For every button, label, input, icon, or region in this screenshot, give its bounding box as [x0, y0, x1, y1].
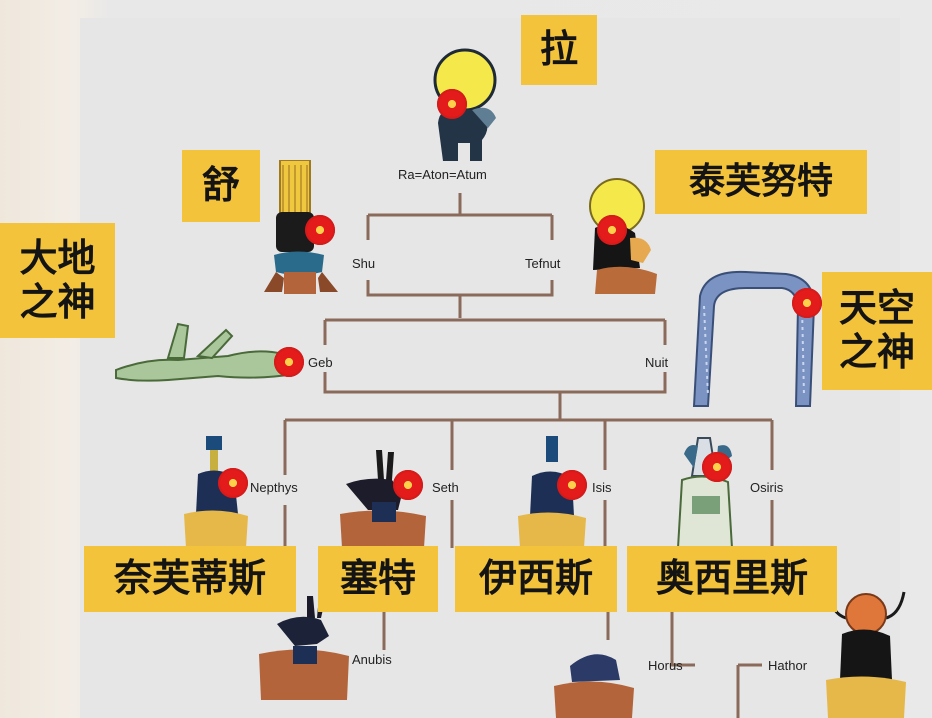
red-flower-marker — [218, 468, 248, 498]
zh-label-geb: 大地 之神 — [0, 223, 115, 338]
anubis-figure — [259, 596, 349, 700]
children-bar-line — [283, 418, 774, 475]
red-flower-marker — [393, 470, 423, 500]
zh-label-nuit: 天空 之神 — [822, 272, 932, 390]
label-anubis: Anubis — [352, 652, 392, 667]
red-flower-marker — [702, 452, 732, 482]
label-seth: Seth — [432, 480, 459, 495]
red-flower-marker — [557, 470, 587, 500]
seth-figure — [340, 450, 426, 548]
nuit-figure — [692, 270, 816, 407]
horus-figure — [554, 654, 634, 718]
label-hathor: Hathor — [768, 658, 808, 673]
shu-tefnut-line — [366, 280, 554, 318]
red-flower-marker — [792, 288, 822, 318]
zh-label-osiris: 奥西里斯 — [627, 546, 837, 612]
zh-label-isis: 伊西斯 — [455, 546, 617, 612]
hathor-figure — [826, 591, 906, 718]
horus-line — [670, 612, 762, 718]
label-tefnut: Tefnut — [525, 256, 561, 271]
zh-label-ra: 拉 — [521, 15, 597, 85]
label-geb: Geb — [308, 355, 333, 370]
red-flower-marker — [274, 347, 304, 377]
red-flower-marker — [305, 215, 335, 245]
zh-label-seth: 塞特 — [318, 546, 438, 612]
shu-figure — [264, 160, 338, 294]
label-shu: Shu — [352, 256, 376, 271]
label-ra: Ra=Aton=Atum — [398, 167, 487, 182]
zh-label-tefnut: 泰芙努特 — [655, 150, 867, 214]
zh-label-nepthys: 奈芙蒂斯 — [84, 546, 296, 612]
label-isis: Isis — [592, 480, 612, 495]
nepthys-figure — [184, 436, 248, 548]
label-horus: Horus — [648, 658, 683, 673]
label-nuit: Nuit — [645, 355, 669, 370]
zh-label-shu: 舒 — [182, 150, 260, 222]
label-osiris: Osiris — [750, 480, 784, 495]
red-flower-marker — [597, 215, 627, 245]
ra-to-children-line — [366, 193, 554, 240]
red-flower-marker — [437, 89, 467, 119]
label-nepthys: Nepthys — [250, 480, 298, 495]
geb-nuit-line — [323, 318, 667, 420]
